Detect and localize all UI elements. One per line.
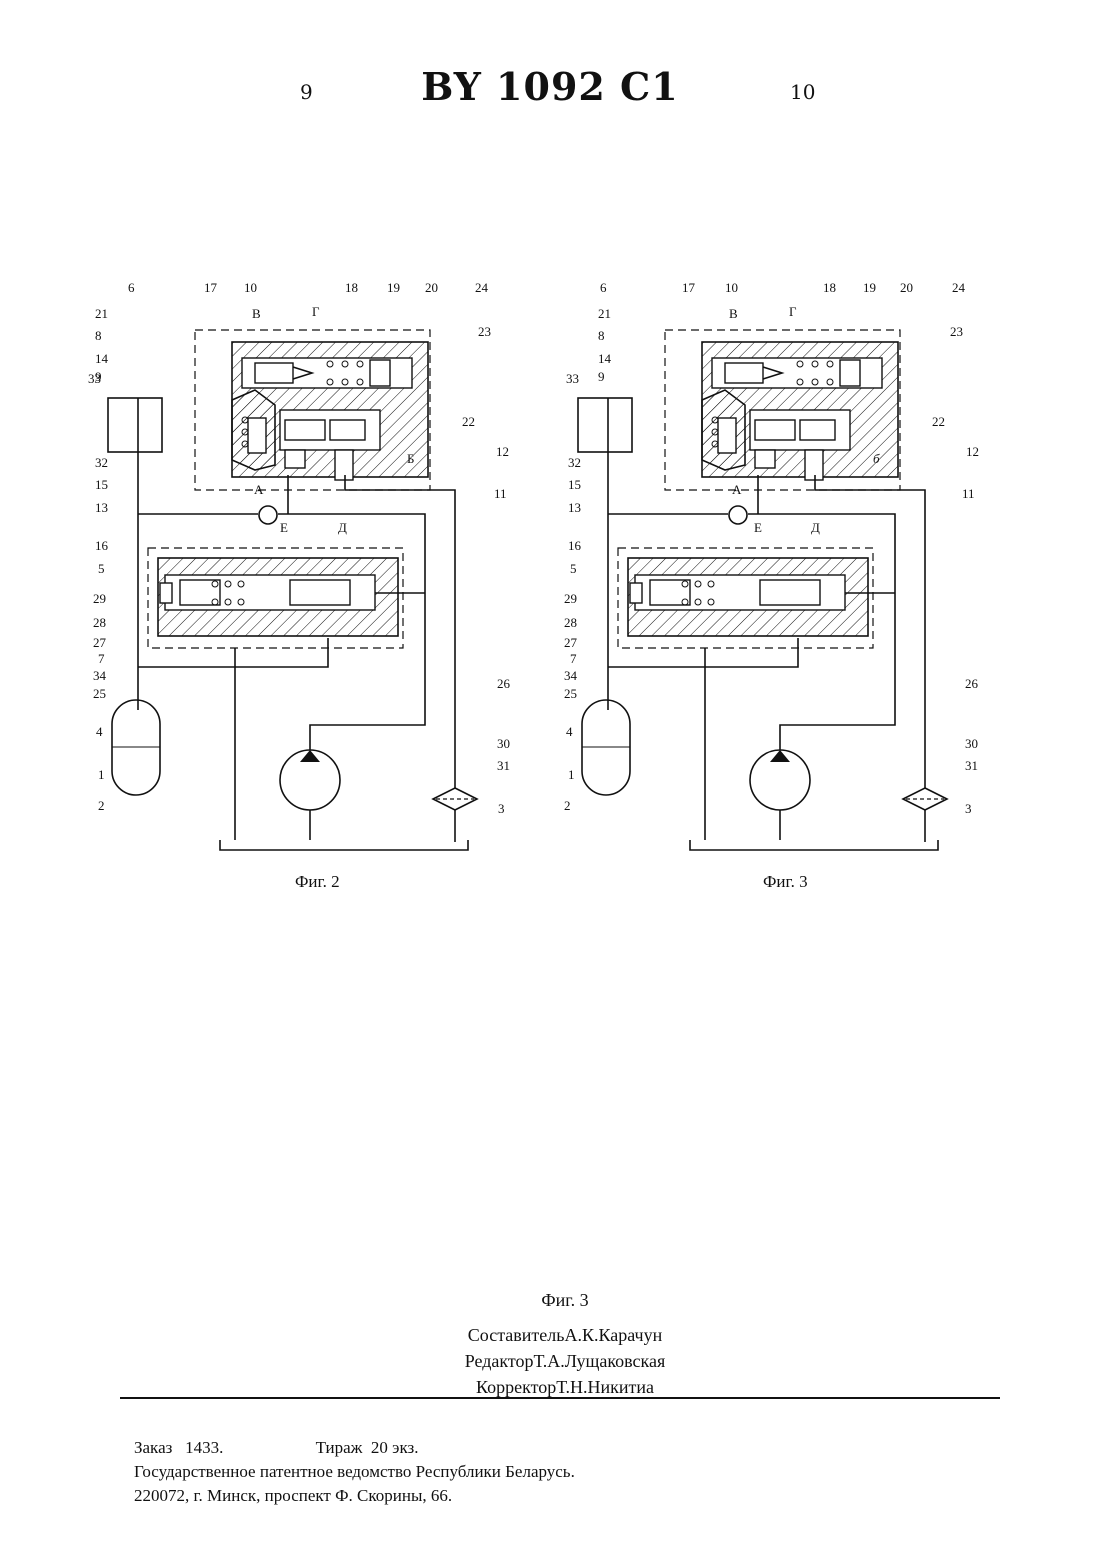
fig3-label-28: 28	[564, 615, 577, 630]
fig3-label-14: 14	[598, 351, 612, 366]
fig3-label-1: 1	[568, 767, 575, 782]
fig2-label-17: 17	[204, 280, 218, 295]
fig2-label-23: 23	[478, 324, 491, 339]
credit-editor: РедакторТ.А.Лущаковская	[0, 1348, 1100, 1374]
fig3-label-11: 11	[962, 486, 975, 501]
imprint-block: Заказ 1433. Тираж 20 экз. Государственно…	[134, 1436, 575, 1508]
page-number-right: 10	[790, 80, 815, 104]
fig3-label-a: А	[732, 482, 742, 497]
fig3-label-3: 3	[965, 801, 972, 816]
fig3-label-15: 15	[568, 477, 581, 492]
fig2-label-28: 28	[93, 615, 106, 630]
fig3-label-22: 22	[932, 414, 945, 429]
fig3-label-10: 10	[725, 280, 738, 295]
fig3-label-8: 8	[598, 328, 605, 343]
fig3-label-5: 5	[570, 561, 577, 576]
fig2-label-11: 11	[494, 486, 507, 501]
fig2-label-33: 33	[88, 371, 101, 386]
circulation: Тираж 20 экз.	[316, 1438, 419, 1457]
fig3-label-g: Г	[789, 304, 797, 319]
bottom-figure-caption: Фиг. 3	[0, 1290, 1100, 1311]
fig3-label-17: 17	[682, 280, 696, 295]
fig2-label-6: 6	[128, 280, 135, 295]
fig2-label-22: 22	[462, 414, 475, 429]
fig2-label-8: 8	[95, 328, 102, 343]
fig3-label-27: 27	[564, 635, 578, 650]
fig3-caption: Фиг. 3	[763, 872, 808, 891]
fig3-label-26: 26	[965, 676, 979, 691]
fig3-label-31: 31	[965, 758, 978, 773]
fig2-label-3: 3	[498, 801, 505, 816]
figure-3-schematic	[578, 330, 947, 850]
fig2-caption: Фиг. 2	[295, 872, 340, 891]
imprint-line-1: Заказ 1433. Тираж 20 экз.	[134, 1436, 575, 1460]
fig2-label-10: 10	[244, 280, 257, 295]
fig3-label-34: 34	[564, 668, 578, 683]
order-number: Заказ 1433.	[134, 1438, 223, 1457]
fig3-label-2: 2	[564, 798, 571, 813]
fig2-label-29: 29	[93, 591, 106, 606]
fig3-label-19: 19	[863, 280, 876, 295]
fig3-label-12: 12	[966, 444, 979, 459]
fig2-label-27: 27	[93, 635, 107, 650]
fig2-label-7: 7	[98, 651, 105, 666]
patent-title: BY 1092 C1	[0, 64, 1100, 109]
fig2-label-30: 30	[497, 736, 510, 751]
figures-area: 6 17 10 18 19 20 24 21 8 23 14 9 33 22 3…	[0, 270, 1100, 910]
fig2-label-e: Е	[280, 520, 288, 535]
fig2-label-26: 26	[497, 676, 511, 691]
fig3-label-7: 7	[570, 651, 577, 666]
fig2-label-21: 21	[95, 306, 108, 321]
fig3-label-29: 29	[564, 591, 577, 606]
fig3-label-4: 4	[566, 724, 573, 739]
fig3-label-24: 24	[952, 280, 966, 295]
fig2-label-g: Г	[312, 304, 320, 319]
fig3-label-30: 30	[965, 736, 978, 751]
fig2-label-24: 24	[475, 280, 489, 295]
fig2-label-32: 32	[95, 455, 108, 470]
fig2-label-2: 2	[98, 798, 105, 813]
divider-line	[120, 1397, 1000, 1399]
fig2-label-25: 25	[93, 686, 106, 701]
credits-block: СоставительА.К.Карачун РедакторТ.А.Лущак…	[0, 1322, 1100, 1400]
fig3-label-16: 16	[568, 538, 582, 553]
fig3-label-33: 33	[566, 371, 579, 386]
fig2-label-5: 5	[98, 561, 105, 576]
fig3-label-13: 13	[568, 500, 581, 515]
fig2-label-d: Д	[338, 520, 347, 535]
fig3-label-v: В	[729, 306, 738, 321]
fig3-label-d: Д	[811, 520, 820, 535]
fig3-label-9: 9	[598, 369, 605, 384]
fig2-label-19: 19	[387, 280, 400, 295]
fig3-label-e: Е	[754, 520, 762, 535]
fig2-label-16: 16	[95, 538, 109, 553]
figure-2-schematic	[108, 330, 477, 850]
credit-compiler: СоставительА.К.Карачун	[0, 1322, 1100, 1348]
fig2-label-13: 13	[95, 500, 108, 515]
fig3-label-23: 23	[950, 324, 963, 339]
fig2-label-a: А	[254, 482, 264, 497]
fig3-label-18: 18	[823, 280, 836, 295]
patent-office: Государственное патентное ведомство Респ…	[134, 1460, 575, 1484]
fig2-label-14: 14	[95, 351, 109, 366]
fig2-label-4: 4	[96, 724, 103, 739]
fig2-label-v: В	[252, 306, 261, 321]
fig2-label-20: 20	[425, 280, 438, 295]
fig3-label-25: 25	[564, 686, 577, 701]
fig2-label-34: 34	[93, 668, 107, 683]
fig3-label-20: 20	[900, 280, 913, 295]
fig3-label-b: б	[873, 451, 880, 466]
fig2-label-12: 12	[496, 444, 509, 459]
fig2-label-b: Б	[407, 451, 414, 466]
fig2-label-31: 31	[497, 758, 510, 773]
office-address: 220072, г. Минск, проспект Ф. Скорины, 6…	[134, 1484, 575, 1508]
fig3-label-21: 21	[598, 306, 611, 321]
fig2-label-18: 18	[345, 280, 358, 295]
fig2-label-15: 15	[95, 477, 108, 492]
fig3-label-6: 6	[600, 280, 607, 295]
fig2-label-1: 1	[98, 767, 105, 782]
fig3-label-32: 32	[568, 455, 581, 470]
